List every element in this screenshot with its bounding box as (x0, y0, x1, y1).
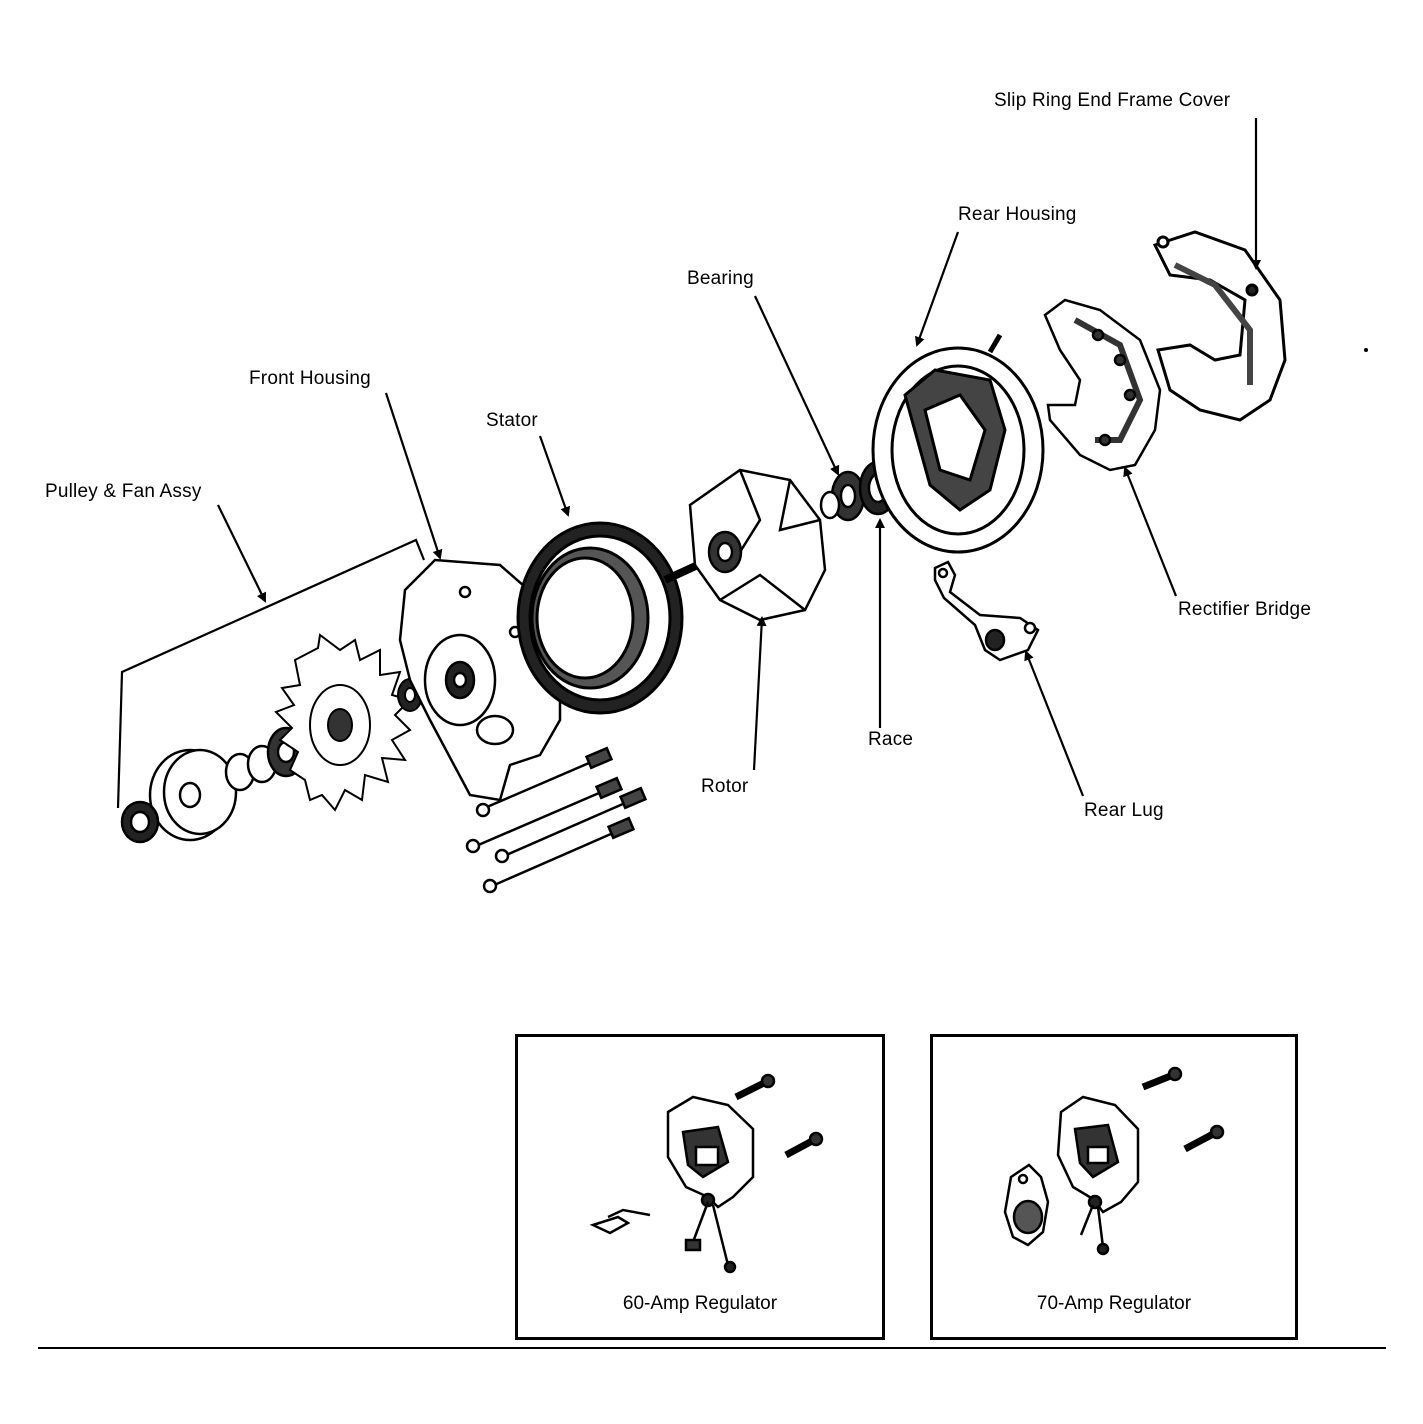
regulator-60-amp-drawing (589, 1073, 824, 1274)
label-rotor: Rotor (701, 776, 749, 797)
regulator-70-amp-drawing (1003, 1066, 1225, 1256)
leader-lines (217, 118, 1261, 797)
stray-mark (1364, 348, 1368, 352)
rectifier-bridge-part (1043, 298, 1162, 472)
fan-part (274, 633, 423, 812)
leader-rear-lug (1024, 650, 1085, 797)
leader-bearing (754, 295, 840, 476)
label-front-housing: Front Housing (249, 368, 371, 389)
label-pulley-fan: Pulley & Fan Assy (45, 481, 202, 502)
pulley-part (120, 748, 238, 844)
exploded-view-drawing (116, 118, 1368, 894)
leader-rotor (752, 616, 767, 771)
label-stator: Stator (486, 410, 538, 431)
leader-stator (538, 435, 571, 517)
label-rear-housing: Rear Housing (958, 204, 1077, 225)
rear-lug-part (933, 560, 1040, 662)
caption-70-amp: 70-Amp Regulator (1036, 1293, 1192, 1314)
inset-panel-60-amp: 60-Amp Regulator (515, 1034, 885, 1340)
label-race: Race (868, 729, 914, 750)
leader-rectifier-bridge (1123, 466, 1178, 597)
caption-60-amp: 60-Amp Regulator (622, 1293, 778, 1314)
bottom-rule (38, 1347, 1386, 1349)
label-rectifier-bridge: Rectifier Bridge (1178, 599, 1312, 620)
pulley-fan-bracket (116, 538, 426, 809)
inset-panel-70-amp: 70-Amp Regulator (930, 1034, 1298, 1340)
leader-pulley-fan (217, 504, 266, 603)
label-bearing: Bearing (687, 268, 754, 289)
rotor-part (663, 468, 827, 622)
label-rear-lug: Rear Lug (1084, 800, 1164, 821)
label-slip-ring-cover: Slip Ring End Frame Cover (994, 90, 1231, 111)
stator-part (516, 521, 684, 715)
leader-front-housing (384, 392, 443, 560)
slip-ring-cover-part (1152, 230, 1287, 422)
through-bolts-part (465, 746, 648, 894)
bearing-part (819, 470, 866, 522)
rear-housing-part (871, 333, 1045, 554)
leader-rear-housing (915, 231, 960, 347)
